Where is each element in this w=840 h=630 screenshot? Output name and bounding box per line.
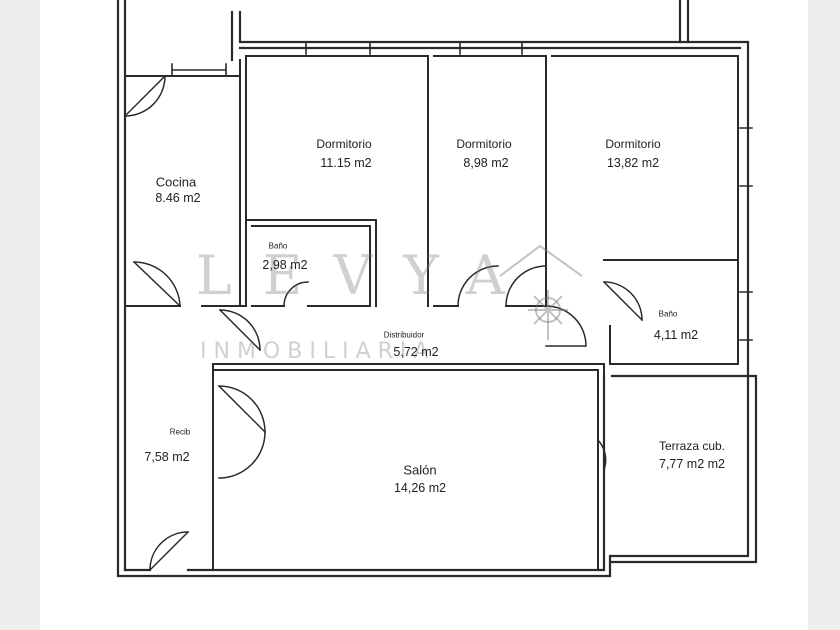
door-swings	[123, 74, 644, 572]
room-area-recib: 7,58 m2	[144, 450, 190, 464]
windows	[171, 41, 753, 341]
floor-plan-sheet	[40, 0, 808, 630]
room-name-recib: Recib	[169, 427, 191, 437]
room-area-bano-2: 4,11 m2	[653, 328, 699, 342]
room-area-cocina: 8.46 m2	[155, 191, 201, 205]
room-area-distribuidor: 5,72 m2	[393, 345, 439, 359]
room-area-dormitorio-1: 11.15 m2	[320, 156, 372, 170]
room-name-dormitorio-3: Dormitorio	[605, 137, 661, 151]
room-area-dormitorio-2: 8,98 m2	[463, 156, 509, 170]
watermark-logo-icon	[499, 244, 583, 340]
watermark-tagline: INMOBILIARIA	[200, 339, 436, 364]
room-area-terraza: 7,77 m2 m2	[658, 457, 726, 471]
room-area-bano-1: 2,98 m2	[262, 258, 308, 272]
outer-walls	[116, 0, 758, 578]
watermark-brand: LEVYA	[196, 244, 536, 307]
room-area-salon: 14,26 m2	[393, 481, 447, 495]
room-name-dormitorio-2: Dormitorio	[456, 137, 512, 151]
room-name-bano-1: Baño	[268, 241, 288, 251]
room-name-cocina: Cocina	[155, 174, 197, 190]
room-name-bano-2: Baño	[658, 309, 678, 319]
interior-walls	[124, 55, 739, 571]
room-name-distribuidor: Distribuidor	[383, 330, 425, 340]
room-name-salon: Salón	[403, 462, 437, 478]
room-area-dormitorio-3: 13,82 m2	[606, 156, 660, 170]
room-name-terraza: Terraza cub.	[658, 439, 726, 453]
room-name-dormitorio-1: Dormitorio	[316, 137, 372, 151]
